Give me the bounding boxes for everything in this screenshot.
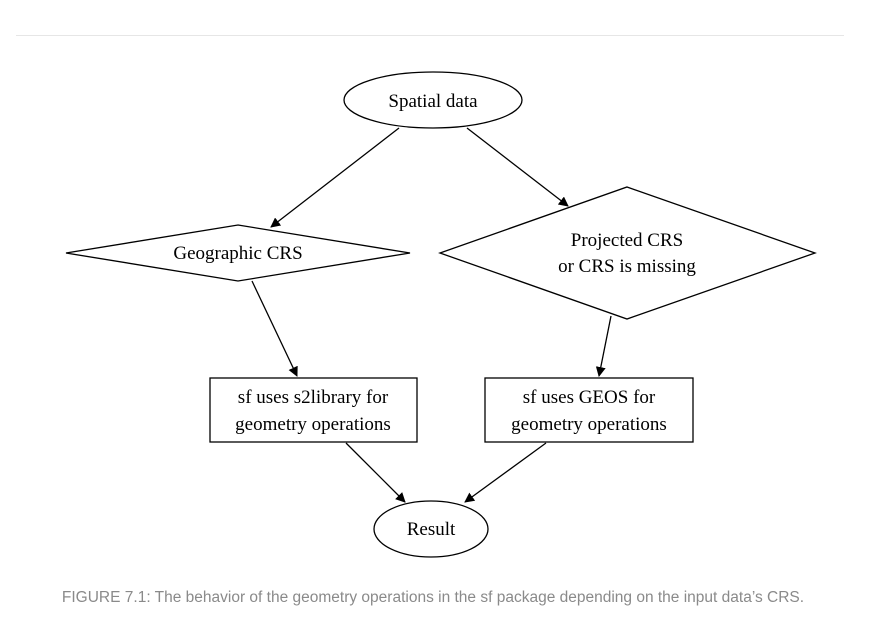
- node-result-shape: [373, 500, 489, 558]
- edge-projected-to-geos: [595, 315, 612, 377]
- node-geos-box-line1: sf uses GEOS for: [523, 387, 656, 408]
- node-geographic-crs-shape: [65, 224, 411, 282]
- node-projected-crs-line1: Projected CRS: [571, 230, 683, 251]
- node-result: Result: [373, 500, 489, 558]
- node-projected-crs-line2: or CRS is missing: [558, 256, 696, 277]
- node-geos-box: sf uses GEOS for geometry operations: [484, 377, 694, 443]
- node-projected-crs-shape: [438, 186, 817, 320]
- edges: [251, 127, 612, 503]
- edge-geos-to-result: [464, 442, 547, 503]
- node-spatial-data: Spatial data: [343, 71, 523, 129]
- node-s2-box-line1: sf uses s2library for: [238, 387, 389, 408]
- node-s2-box: sf uses s2library for geometry operation…: [209, 377, 418, 443]
- node-s2-box-shape: [209, 377, 418, 443]
- edge-spatial-to-geographic: [270, 127, 400, 228]
- node-geos-box-line2: geometry operations: [511, 414, 667, 435]
- node-s2-box-line2: geometry operations: [235, 414, 391, 435]
- node-spatial-data-shape: [343, 71, 523, 129]
- node-result-label: Result: [407, 519, 456, 540]
- top-divider: [16, 35, 844, 36]
- node-geographic-crs-label: Geographic CRS: [173, 243, 302, 264]
- node-spatial-data-label: Spatial data: [388, 91, 478, 112]
- edge-spatial-to-projected: [466, 127, 569, 207]
- node-projected-crs: Projected CRS or CRS is missing: [438, 186, 817, 320]
- flowchart-diagram: Spatial data Geographic CRS Projected CR…: [65, 71, 817, 558]
- edge-s2-to-result: [345, 442, 406, 503]
- edge-geographic-to-s2: [251, 280, 298, 377]
- node-geographic-crs: Geographic CRS: [65, 224, 411, 282]
- node-geos-box-shape: [484, 377, 694, 443]
- figure-caption: FIGURE 7.1: The behavior of the geometry…: [61, 589, 805, 606]
